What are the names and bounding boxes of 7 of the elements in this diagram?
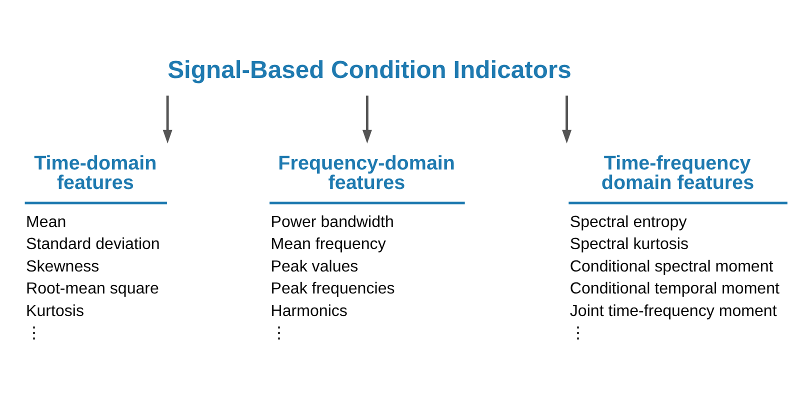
arrow xyxy=(162,96,172,144)
node-text: Time-domain features Mean Standard deviation Skewness Root-mean square Kurtosis ⋮ xyxy=(26,152,160,342)
arrow xyxy=(362,96,372,144)
arrow xyxy=(562,96,572,144)
node-text: Signal-Based Condition Indicators xyxy=(168,57,572,84)
node-text: Time-frequency domain features Spectral entropy Spectral kurtosis Conditional spectral moment Conditional temporal moment Joint time-frequency moment ⋮ xyxy=(570,152,780,342)
node-text: Frequency-domain features Power bandwidth Mean frequency Peak values Peak frequencies Harmonics ⋮ xyxy=(270,152,456,342)
